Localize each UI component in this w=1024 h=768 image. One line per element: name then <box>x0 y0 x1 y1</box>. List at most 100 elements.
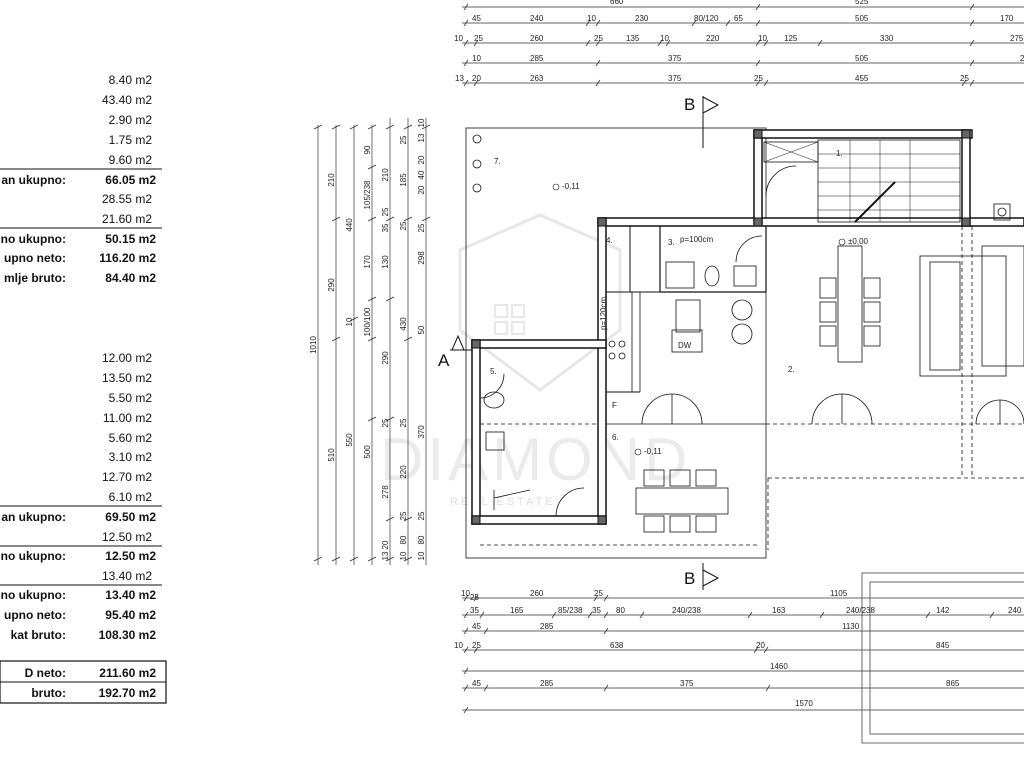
dim-label: 25 <box>594 34 603 43</box>
dim-label: 1570 <box>795 699 813 708</box>
dim-label: 263 <box>530 74 544 83</box>
dim-label: 25 <box>754 74 763 83</box>
dim-label: 845 <box>936 641 950 650</box>
dim-label: 35 <box>470 606 479 615</box>
dim-label: 1460 <box>770 662 788 671</box>
room-number: 4. <box>606 236 613 245</box>
dim-label: 430 <box>399 317 408 331</box>
dim-label: 25 <box>381 207 390 216</box>
total-label: upno neto: <box>4 251 66 265</box>
dim-label: 25 <box>417 511 426 520</box>
dim-label: 455 <box>855 74 869 83</box>
total-label: upno neto: <box>4 608 66 622</box>
room-number: 7. <box>494 157 501 166</box>
watermark-text: DIAMOND <box>380 426 691 493</box>
area-row: 13.40 m2 <box>102 569 152 583</box>
dim-label: 165 <box>510 606 524 615</box>
dim-label: 220 <box>706 34 720 43</box>
dim-label: 20 <box>417 185 426 194</box>
dim-label: 35 <box>592 606 601 615</box>
dim-label: 45 <box>472 622 481 631</box>
dim-label: 50 <box>417 325 426 334</box>
dim-label: 260 <box>530 589 544 598</box>
area-row: 5.60 m2 <box>109 431 153 445</box>
dim-label: 170 <box>363 255 372 269</box>
grand-total-value: 211.60 m2 <box>99 666 156 680</box>
dim-label: 240 <box>1008 606 1022 615</box>
dim-label: 240 <box>530 14 544 23</box>
dim-label: 440 <box>345 218 354 232</box>
area-row: 9.60 m2 <box>109 153 153 167</box>
dim-label: 210 <box>327 173 336 187</box>
room-number: 3. <box>668 238 675 247</box>
level-label: -0,11 <box>562 182 580 191</box>
dim-label: 105/238 <box>363 180 372 209</box>
dim-label: 130 <box>381 255 390 269</box>
total-label: mlje bruto: <box>4 271 66 285</box>
dim-label: 510 <box>327 448 336 462</box>
area-table: 8.40 m2 43.40 m2 2.90 m2 1.75 m2 9.60 m2… <box>0 73 167 704</box>
dim-label: 375 <box>668 74 682 83</box>
top-dimensions <box>462 3 1024 87</box>
subtotal-value: 50.15 m2 <box>105 232 156 246</box>
grand-total-label: bruto: <box>31 686 66 700</box>
dim-label: 660 <box>610 0 624 6</box>
dim-label: 25 <box>474 34 483 43</box>
dim-label: 65 <box>734 14 743 23</box>
subtotal-label: no ukupno: <box>1 549 66 563</box>
dim-label: 80 <box>399 535 408 544</box>
arrow-icon <box>702 96 720 114</box>
dim-label: 100/100 <box>363 307 372 336</box>
total-value: 108.30 m2 <box>99 628 157 642</box>
area-row: 13.50 m2 <box>102 371 152 385</box>
dim-label: 20 <box>756 641 765 650</box>
area-row: 12.70 m2 <box>102 470 152 484</box>
dim-label: 550 <box>345 433 354 447</box>
dim-label: 375 <box>680 679 694 688</box>
room-labels: 1. 2. 3. 4. 5. 6. 7. -0,11 ±0,00 -0,11 p… <box>490 149 869 456</box>
section-label-b-bottom: B <box>684 569 695 588</box>
dim-label: 20 <box>417 155 426 164</box>
dim-label: 25 <box>960 74 969 83</box>
dim-label: 13 <box>455 74 464 83</box>
dim-label: 20 <box>472 74 481 83</box>
dim-label: 285 <box>530 54 544 63</box>
dim-label: 25 <box>417 223 426 232</box>
section-markers: B B A <box>438 95 720 590</box>
total-label: kat bruto: <box>11 628 66 642</box>
level-marker-icon <box>552 183 560 191</box>
level-marker-icon <box>634 448 642 456</box>
dim-label: 220 <box>399 465 408 479</box>
subtotal-label: no ukupno: <box>1 588 66 602</box>
dim-label: 240/238 <box>672 606 701 615</box>
dim-label: 210 <box>381 168 390 182</box>
vertical-dimensions <box>313 118 431 565</box>
dim-label: 13 <box>417 133 426 142</box>
furniture <box>472 134 1024 533</box>
level-label: ±0,00 <box>848 237 869 246</box>
room-number: 1. <box>836 149 843 158</box>
dim-label: 10 <box>587 14 596 23</box>
dim-label: 2 <box>1020 54 1024 63</box>
dim-label: 1010 <box>309 336 318 354</box>
grand-total-label: D neto: <box>25 666 66 680</box>
fridge-label: F <box>612 401 617 410</box>
room-number: 6. <box>612 433 619 442</box>
total-value: 95.40 m2 <box>105 608 156 622</box>
dim-label: 230 <box>635 14 649 23</box>
section-label-b-top: B <box>684 95 695 114</box>
arrow-icon <box>451 334 465 351</box>
pool-outline <box>861 572 1024 744</box>
arrow-icon <box>702 569 720 587</box>
watermark: DIAMOND REAL ESTATE <box>380 213 691 508</box>
dim-label: 290 <box>381 351 390 365</box>
dim-label: 10 <box>758 34 767 43</box>
dim-label: 330 <box>880 34 894 43</box>
opening-label: p=100cm <box>680 235 713 244</box>
bottom-dim-labels: 10 25 260 25 1105 35 165 85/238 35 80 24… <box>454 589 1022 708</box>
dim-label: 80 <box>417 535 426 544</box>
dim-label: 285 <box>540 679 554 688</box>
dim-label: 285 <box>540 622 554 631</box>
subtotal-label: an ukupno: <box>1 510 66 524</box>
